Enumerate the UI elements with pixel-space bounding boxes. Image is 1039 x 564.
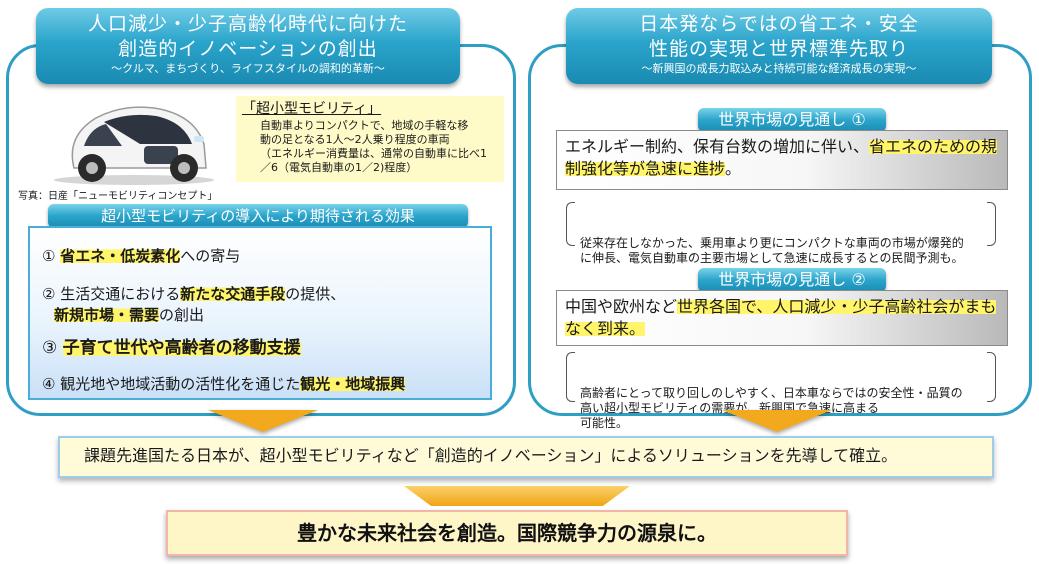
mobility-title: 「超小型モビリティ」 [242,101,382,117]
right-banner: 日本発ならではの省エネ・安全 性能の実現と世界標準先取り ～新興国の成長力取込み… [566,8,992,84]
right-down-arrow [722,410,832,432]
photo-caption: 写真：日産「ニューモビリティコンセプト」 [18,191,218,202]
final-down-arrow [404,486,630,506]
effects-title: 超小型モビリティの導入により期待される効果 [48,204,468,228]
right-banner-subtitle: ～新興国の成長力取込みと持続可能な経済成長の実現～ [641,62,917,75]
left-banner-subtitle: ～クルマ、まちづくり、ライフスタイルの調和的革新～ [111,62,385,75]
right-banner-line1: 日本発ならではの省エネ・安全 [639,13,919,35]
right-panel [528,44,1032,416]
effect-2: ② 生活交通における新たな交通手段の提供、 新規市場・需要の創出 [42,285,346,324]
left-banner-line1: 人口減少・少子高齢化時代に向けた [87,13,408,35]
mobility-description: 自動車よりコンパクトで、地域の手軽な移 動の足となる1人～2人乗り程度の車両 （… [260,119,487,174]
final-message: 豊かな未来社会を創造。国際競争力の源泉に。 [166,510,848,556]
outlook1-note: 従来存在しなかった、乗用車より更にコンパクトな車両の市場が爆発的 に伸長、電気自… [566,202,996,265]
effects-box: ① 省エネ・低炭素化への寄与 ② 生活交通における新たな交通手段の提供、 新規市… [28,226,492,400]
mobility-definition-box: 「超小型モビリティ」 自動車よりコンパクトで、地域の手軽な移 動の足となる1人～… [236,96,504,182]
outlook1-box: エネルギー制約、保有台数の増加に伴い、省エネのための規制強化等が急速に進捗。 [556,130,1008,190]
effect-3: ③ 子育て世代や高齢者の移動支援 [42,338,301,358]
left-banner-line2: 創造的イノベーションの創出 [118,38,378,60]
outlook2-box: 中国や欧州など世界各国で、人口減少・少子高齢社会がまもなく到来。 [556,290,1008,346]
left-down-arrow [208,410,318,432]
outlook2-note: 高齢者にとって取り回しのしやすく、日本車ならではの安全性・品質の 高い超小型モビ… [566,352,996,430]
left-banner: 人口減少・少子高齢化時代に向けた 創造的イノベーションの創出 ～クルマ、まちづく… [36,8,460,84]
effect-1: ① 省エネ・低炭素化への寄与 [42,247,241,265]
conclusion-strip: 課題先進国たる日本が、超小型モビリティなど「創造的イノベーション」によるソリュー… [58,436,994,478]
right-banner-line2: 性能の実現と世界標準先取り [648,38,909,60]
effect-4: ④ 観光地や地域活動の活性化を通じた観光・地域振興 [42,375,406,393]
car-photo [54,106,214,185]
outlook1-title: 世界市場の見通し ① [698,108,886,132]
outlook2-title: 世界市場の見通し ② [698,268,886,292]
